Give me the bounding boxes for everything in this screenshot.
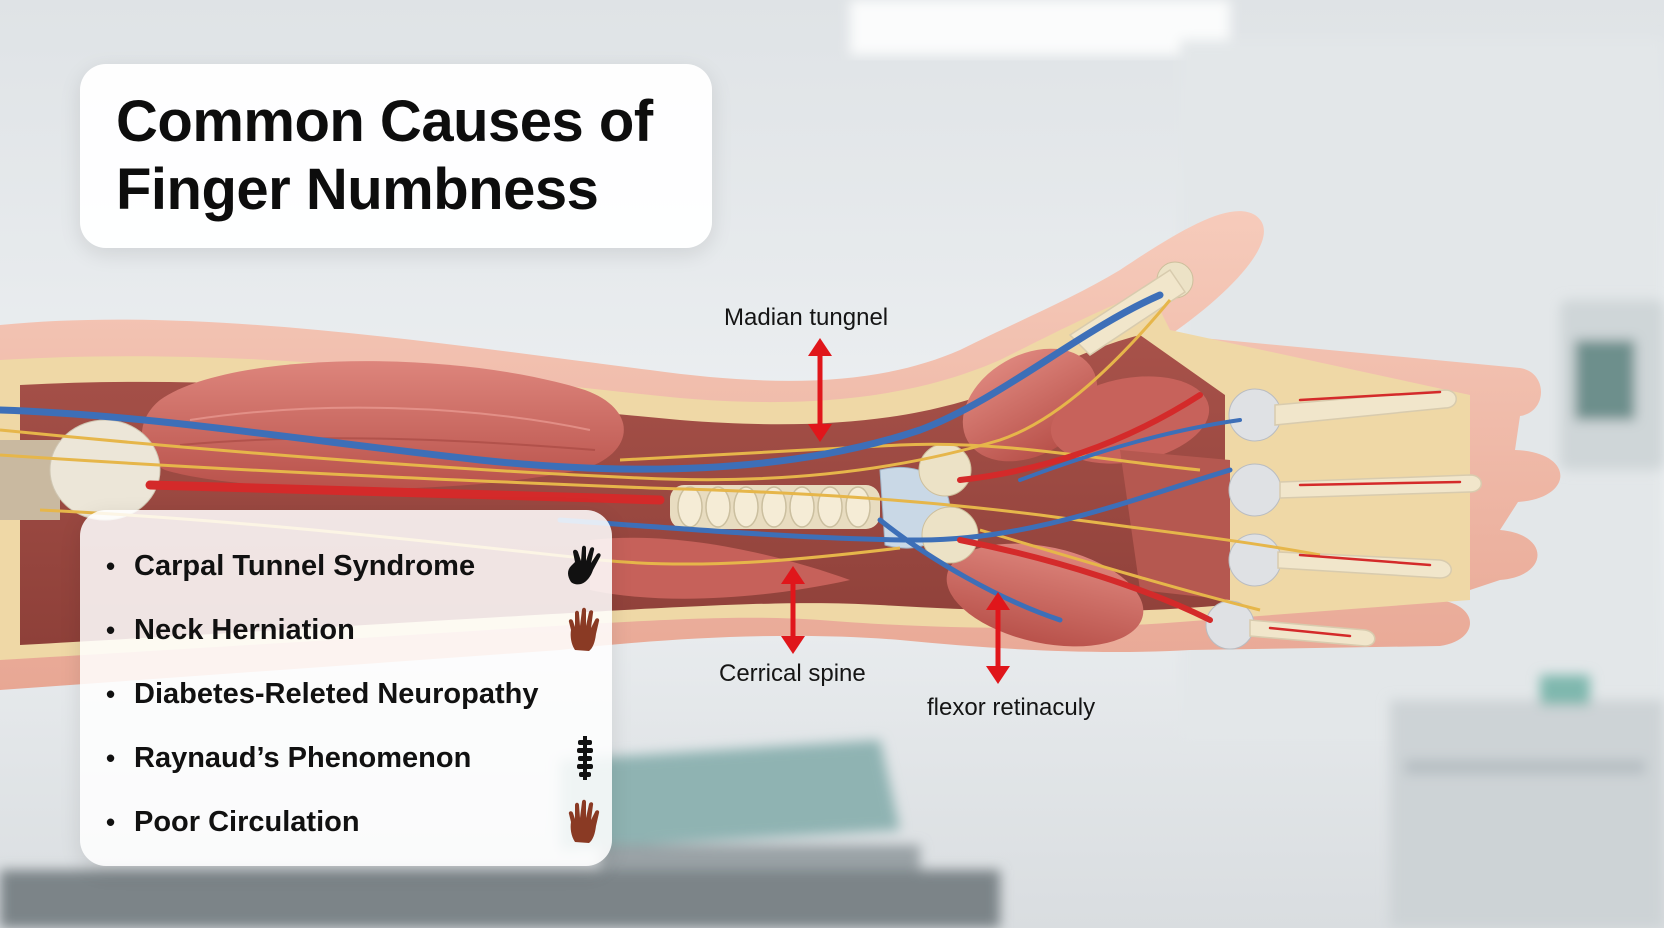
list-item: • Diabetes-Releted Neuropathy xyxy=(106,662,612,726)
cervical-spine-arrow xyxy=(781,566,805,654)
callout-arrows xyxy=(781,338,1010,684)
cause-label: Carpal Tunnel Syndrome xyxy=(134,549,476,582)
hand-icon xyxy=(568,607,600,651)
bullet: • xyxy=(106,806,116,837)
thenar-muscles xyxy=(946,348,1230,647)
cervical-spine-label: Cerrical spine xyxy=(719,660,866,687)
wall-monitor xyxy=(1560,300,1664,470)
bullet: • xyxy=(106,678,116,709)
list-item: • Raynaud’s Phenomenon xyxy=(106,726,612,790)
cause-label: Diabetes-Releted Neuropathy xyxy=(134,677,539,710)
title-line-2: Finger Numbness xyxy=(116,157,599,222)
list-item: • Neck Herniation xyxy=(106,598,612,662)
flexor-retinaculum-label: flexor retinaculy xyxy=(927,694,1096,721)
title-line-1: Common Causes of xyxy=(116,89,653,154)
causes-list-card: • Carpal Tunnel Syndrome • Neck Herniati… xyxy=(80,510,612,866)
exam-table xyxy=(0,740,1000,928)
title-card: Common Causes of Finger Numbness xyxy=(80,64,712,248)
spine-icon xyxy=(577,736,593,780)
elbow-bone xyxy=(0,419,161,521)
bullet: • xyxy=(106,550,116,581)
cabinet xyxy=(1390,675,1664,928)
hand-silhouette-icon xyxy=(568,545,601,585)
median-tunnel-arrow xyxy=(808,338,832,442)
forearm-muscle xyxy=(141,361,624,489)
median-tunnel-label: Madian tungnel xyxy=(724,304,889,331)
cause-label: Raynaud’s Phenomenon xyxy=(134,741,472,774)
cause-label: Neck Herniation xyxy=(134,613,355,646)
bullet: • xyxy=(106,614,116,645)
bullet: • xyxy=(106,742,116,773)
hand-icon xyxy=(568,799,600,843)
list-item: • Carpal Tunnel Syndrome xyxy=(106,534,612,598)
flexor-retinaculum-arrow xyxy=(986,592,1010,684)
arteries xyxy=(145,390,1462,638)
list-item: • Poor Circulation xyxy=(106,790,612,854)
cause-label: Poor Circulation xyxy=(134,805,360,838)
veins xyxy=(0,291,1242,623)
